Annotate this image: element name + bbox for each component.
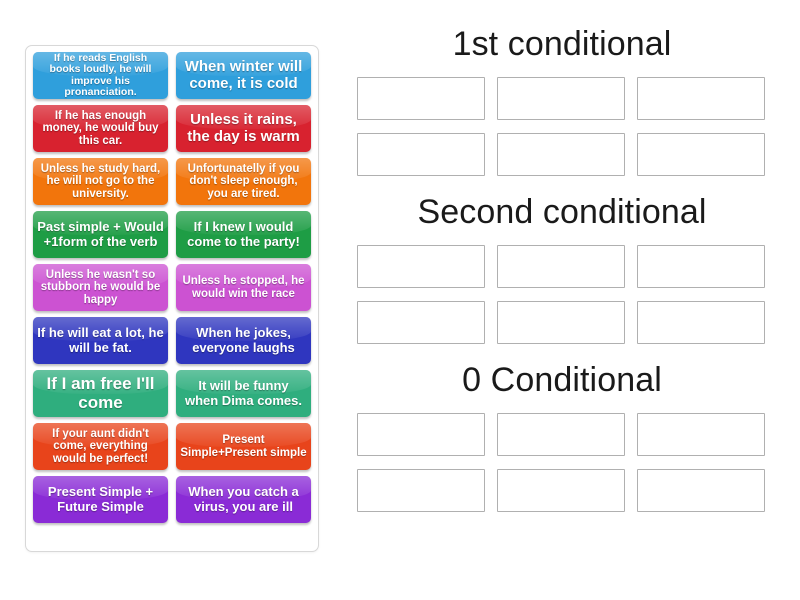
answer-tile[interactable]: If I knew I would come to the party!	[176, 211, 311, 258]
tile-tray[interactable]: If he reads English books loudly, he wil…	[25, 45, 319, 552]
answer-tile-label: When he jokes, everyone laughs	[192, 325, 295, 355]
answer-tile[interactable]: Present Simple + Future Simple	[33, 476, 168, 523]
drop-slot[interactable]	[357, 301, 485, 345]
drop-zone-group: 0 Conditional	[340, 360, 784, 513]
answer-tile[interactable]: Unless he wasn't so stubborn he would be…	[33, 264, 168, 311]
drop-zone-group: 1st conditional	[340, 24, 784, 177]
drop-slot[interactable]	[637, 469, 765, 513]
answer-tile-label: Unless he wasn't so stubborn he would be…	[40, 268, 161, 306]
answer-tile[interactable]: When you catch a virus, you are ill	[176, 476, 311, 523]
answer-tile-label: Unless he stopped, he would win the race	[182, 275, 305, 300]
answer-tile-label: Unless it rains, the day is warm	[187, 111, 300, 145]
answer-tile-label: Unfortunatelly if you don't sleep enough…	[187, 162, 300, 200]
drop-slot-grid	[357, 413, 784, 513]
answer-tile[interactable]: When winter will come, it is cold	[176, 52, 311, 99]
drop-zone-group: Second conditional	[340, 192, 784, 345]
drop-slot[interactable]	[497, 301, 625, 345]
answer-tile[interactable]: It will be funny when Dima comes.	[176, 370, 311, 417]
answer-tile-label: Present Simple+Present simple	[180, 434, 307, 459]
answer-tile[interactable]: Unfortunatelly if you don't sleep enough…	[176, 158, 311, 205]
drop-slot[interactable]	[357, 413, 485, 457]
drop-slot[interactable]	[357, 77, 485, 121]
drop-slot[interactable]	[497, 413, 625, 457]
drop-slot-grid	[357, 245, 784, 345]
drop-zone-title: Second conditional	[417, 193, 707, 232]
drop-slot[interactable]	[637, 77, 765, 121]
drop-slot[interactable]	[497, 77, 625, 121]
drop-slot[interactable]	[497, 133, 625, 177]
answer-tile-label: If he reads English books loudly, he wil…	[49, 52, 152, 98]
answer-tile[interactable]: Unless it rains, the day is warm	[176, 105, 311, 152]
drop-slot[interactable]	[357, 469, 485, 513]
answer-tile-label: When winter will come, it is cold	[184, 58, 303, 92]
drop-slot-grid	[357, 77, 784, 177]
drop-slot[interactable]	[497, 245, 625, 289]
drop-slot[interactable]	[637, 133, 765, 177]
tile-grid: If he reads English books loudly, he wil…	[32, 52, 312, 523]
answer-tile-label: It will be funny when Dima comes.	[184, 378, 303, 408]
drop-slot[interactable]	[637, 413, 765, 457]
answer-tile[interactable]: If he will eat a lot, he will be fat.	[33, 317, 168, 364]
answer-tile[interactable]: If I am free I'll come	[33, 370, 168, 417]
answer-tile-label: When you catch a virus, you are ill	[188, 484, 299, 514]
answer-tile-label: If your aunt didn't come, everything wou…	[52, 427, 149, 465]
drop-slot[interactable]	[637, 301, 765, 345]
drop-slot[interactable]	[357, 245, 485, 289]
answer-tile[interactable]: When he jokes, everyone laughs	[176, 317, 311, 364]
answer-tile[interactable]: Unless he study hard, he will not go to …	[33, 158, 168, 205]
answer-tile[interactable]: If he reads English books loudly, he wil…	[33, 52, 168, 99]
answer-tile[interactable]: Unless he stopped, he would win the race	[176, 264, 311, 311]
drop-slot[interactable]	[497, 469, 625, 513]
answer-tile[interactable]: If he has enough money, he would buy thi…	[33, 105, 168, 152]
answer-tile-label: If he has enough money, he would buy thi…	[42, 109, 159, 147]
drop-zone-title: 1st conditional	[452, 25, 672, 63]
answer-tile-label: Unless he study hard, he will not go to …	[40, 162, 161, 200]
answer-tile-label: If I am free I'll come	[46, 374, 155, 412]
drop-zone-title: 0 Conditional	[462, 361, 662, 400]
answer-tile-label: If I knew I would come to the party!	[187, 219, 300, 249]
answer-tile[interactable]: Present Simple+Present simple	[176, 423, 311, 470]
drop-slot[interactable]	[637, 245, 765, 289]
drop-slot[interactable]	[357, 133, 485, 177]
answer-tile[interactable]: Past simple + Would +1form of the verb	[33, 211, 168, 258]
answer-tile-label: Past simple + Would +1form of the verb	[37, 219, 164, 249]
answer-tile[interactable]: If your aunt didn't come, everything wou…	[33, 423, 168, 470]
answer-tile-label: If he will eat a lot, he will be fat.	[37, 325, 164, 355]
answer-tile-label: Present Simple + Future Simple	[47, 484, 154, 514]
